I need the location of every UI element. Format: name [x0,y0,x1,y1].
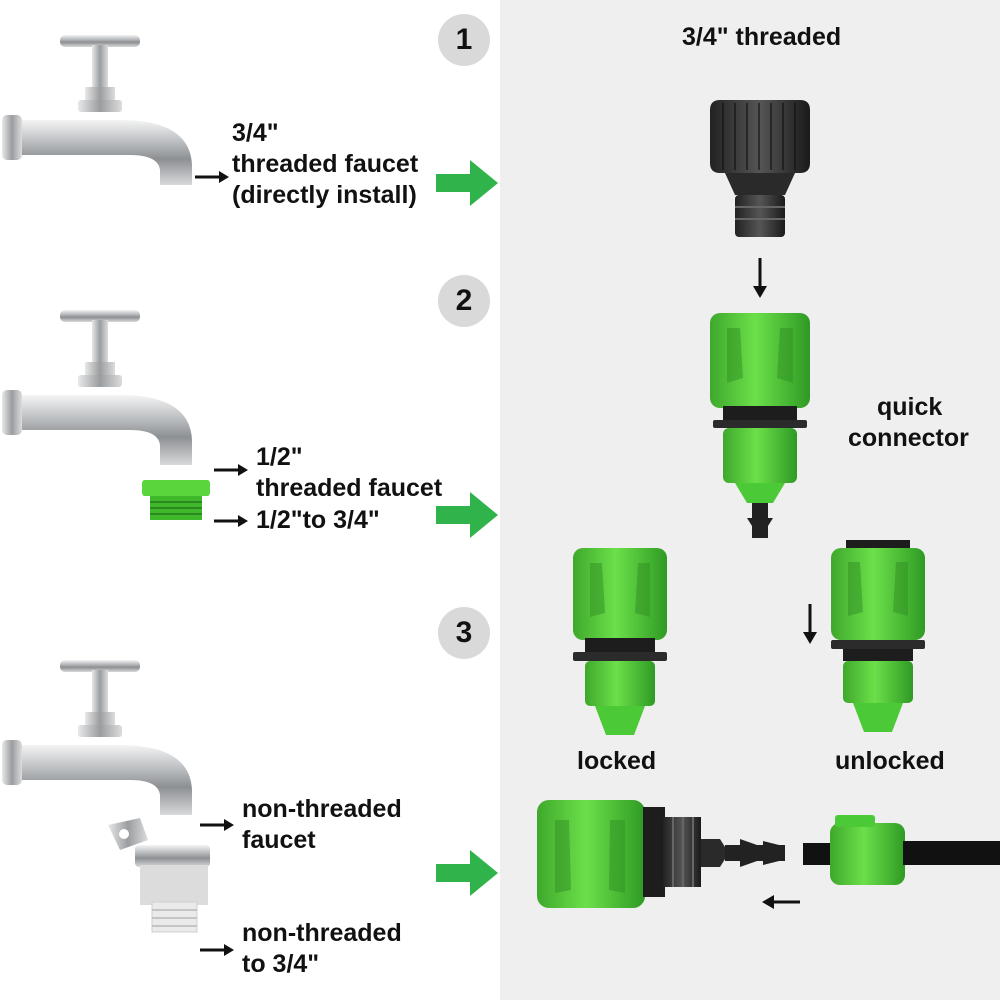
arrow-right-icon [214,515,248,527]
step2-adapter-label: 1/2"to 3/4" [256,506,380,534]
step1-faucet-label-line2: threaded faucet [232,150,419,178]
arrow-right-icon [200,944,234,956]
threaded-cap-icon [710,100,810,237]
arrow-right-icon [214,464,248,476]
faucet-icon [2,310,192,465]
step-badge-2: 2 [438,275,490,327]
unlocked-label: unlocked [835,747,945,775]
connector-assembly [537,800,1000,908]
step3-faucet-label-line2: faucet [242,826,316,854]
step3-faucet-label-line1: non-threaded [242,795,402,823]
step1-faucet-label-line1: 3/4" [232,119,279,147]
hose-clamp-adapter-icon [108,818,210,933]
arrow-down-icon [803,604,817,644]
arrow-left-icon [762,895,800,909]
adapter-ring-icon [142,480,210,520]
quick-connector-icon [831,540,925,732]
step3-adapter-label-line1: non-threaded [242,919,402,947]
locked-label: locked [577,747,657,775]
quick-connector-icon [573,548,667,735]
quick-connector-label-line1: quick [877,393,943,421]
step-badge-1: 1 [438,14,490,66]
arrow-right-icon [436,160,498,206]
arrow-right-icon [195,171,229,183]
step3-adapter-label-line2: to 3/4" [242,950,320,978]
top-title: 3/4" threaded [682,23,842,51]
faucet-icon [2,660,192,815]
arrow-right-icon [200,819,234,831]
faucet-icon [2,35,192,185]
step2-faucet-label-line2: threaded faucet [256,474,443,502]
step1-faucet-label-line3: (directly install) [232,181,417,209]
step2-faucet-label-line1: 1/2" [256,443,303,471]
step-badge-3: 3 [438,607,490,659]
arrow-right-icon [436,850,498,896]
quick-connector-icon [710,313,810,538]
quick-connector-label-line2: connector [848,424,969,452]
arrow-right-icon [436,492,498,538]
arrow-down-icon [753,258,767,298]
